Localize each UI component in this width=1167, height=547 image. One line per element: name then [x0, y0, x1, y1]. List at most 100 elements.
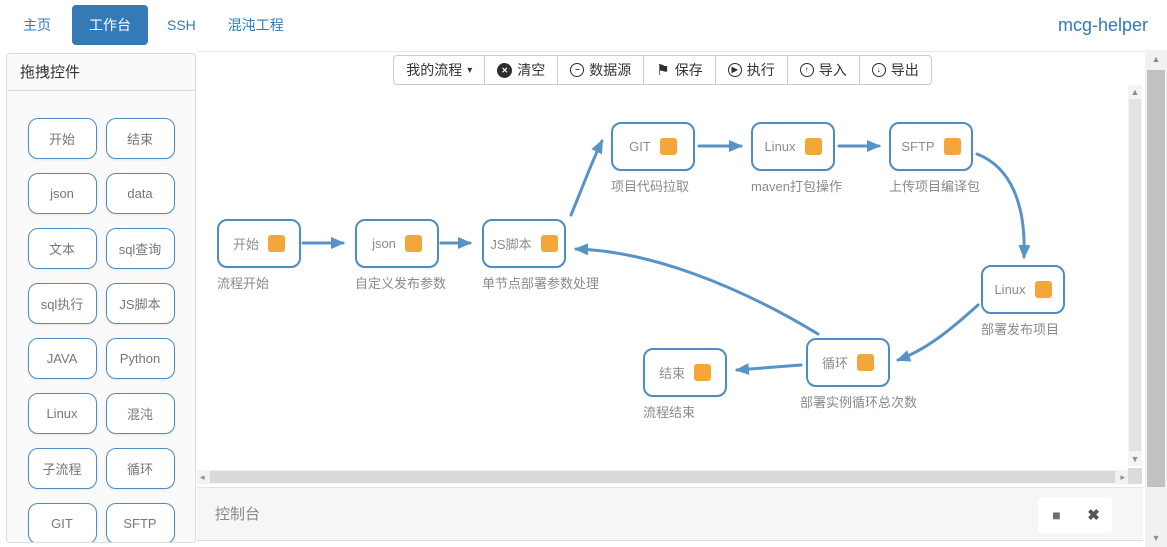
node-label: 开始	[232, 237, 259, 252]
my-flows-label: 我的流程	[406, 62, 463, 78]
import-button[interactable]: ↑ 导入	[786, 55, 860, 85]
flow-node-json[interactable]: json 自定义发布参数	[355, 219, 447, 292]
page-vscroll-thumb[interactable]	[1147, 70, 1165, 487]
clear-label: 清空	[517, 62, 546, 78]
flow-node-start[interactable]: 开始 流程开始	[217, 219, 301, 292]
canvas-vscroll-thumb[interactable]	[1129, 99, 1141, 451]
palette-item-data[interactable]: data	[105, 173, 175, 214]
console-close-button[interactable]: ✖	[1075, 497, 1112, 533]
node-port[interactable]	[804, 138, 822, 155]
drag-palette-panel: 拖拽控件 开始 结束 json data 文本 sql查询 sql执行 JS脚本…	[6, 53, 196, 543]
nav-item-chaos[interactable]: 混沌工程	[227, 17, 284, 33]
node-caption: 流程结束	[643, 405, 696, 420]
import-icon: ↑	[799, 63, 814, 77]
palette-title: 拖拽控件	[7, 54, 195, 91]
node-caption: 自定义发布参数	[355, 276, 447, 291]
palette-item-sql-query[interactable]: sql查询	[105, 228, 175, 269]
clear-icon: ✕	[497, 62, 513, 78]
stop-icon: ■	[1052, 507, 1061, 523]
node-caption: 部署实例循环总次数	[800, 395, 918, 410]
export-icon: ↓	[871, 63, 886, 77]
node-caption: 单节点部署参数处理	[482, 276, 600, 291]
top-nav: 主页 工作台 SSH 混沌工程 mcg-helper	[0, 0, 1167, 50]
node-port[interactable]	[540, 235, 558, 252]
palette-item-git[interactable]: GIT	[27, 503, 97, 542]
node-label: GIT	[629, 139, 651, 154]
flow-node-linux-maven[interactable]: Linux maven打包操作	[751, 122, 843, 195]
scroll-left-icon[interactable]: ◂	[200, 472, 205, 482]
canvas-horizontal-scrollbar: ◂ ▸	[197, 470, 1128, 484]
palette-item-start[interactable]: 开始	[27, 118, 97, 159]
scroll-down-icon[interactable]: ▼	[1130, 454, 1140, 464]
canvas-vertical-scrollbar: ▲ ▼	[1128, 85, 1142, 466]
palette-item-end[interactable]: 结束	[105, 118, 175, 159]
node-label: SFTP	[901, 139, 935, 154]
node-caption: 项目代码拉取	[611, 179, 690, 194]
scroll-right-icon[interactable]: ▸	[1120, 472, 1125, 482]
app-brand: mcg-helper	[1057, 14, 1148, 35]
save-flag-icon: ⚑	[656, 62, 670, 79]
chevron-down-icon: ▾	[467, 64, 473, 76]
datasource-button[interactable]: − 数据源	[557, 55, 645, 85]
palette-item-text[interactable]: 文本	[27, 228, 97, 269]
palette-item-java[interactable]: JAVA	[27, 338, 97, 379]
palette-item-subflow[interactable]: 子流程	[27, 448, 97, 489]
flow-node-loop[interactable]: 循环 部署实例循环总次数	[800, 338, 917, 411]
export-button[interactable]: ↓ 导出	[858, 55, 932, 85]
node-caption: 上传项目编译包	[889, 179, 981, 194]
palette-item-js-script[interactable]: JS脚本	[105, 283, 175, 324]
page-scroll-down-icon[interactable]: ▼	[1151, 533, 1161, 543]
node-port[interactable]	[659, 138, 677, 155]
save-button[interactable]: ⚑ 保存	[643, 55, 716, 85]
console-title: 控制台	[215, 506, 261, 523]
palette-item-linux[interactable]: Linux	[27, 393, 97, 434]
palette-item-chaos[interactable]: 混沌	[105, 393, 175, 434]
nav-item-workbench[interactable]: 工作台	[72, 5, 148, 45]
node-port[interactable]	[857, 354, 874, 371]
canvas-toolbar: 我的流程 ▾ ✕ 清空 − 数据源 ⚑ 保存 ▶ 执行 ↑ 导入 ↓ 导出	[197, 55, 1128, 85]
node-label: 结束	[658, 366, 685, 381]
palette-item-sql-exec[interactable]: sql执行	[27, 283, 97, 324]
my-flows-dropdown[interactable]: 我的流程 ▾	[393, 55, 486, 85]
save-label: 保存	[674, 62, 703, 78]
console-button-group: ■ ✖	[1038, 497, 1112, 533]
node-port[interactable]	[943, 138, 961, 155]
page-scroll-up-icon[interactable]: ▲	[1151, 54, 1161, 64]
flow-node-end[interactable]: 结束 流程结束	[643, 348, 727, 421]
palette-item-python[interactable]: Python	[105, 338, 175, 379]
node-port[interactable]	[404, 235, 422, 252]
console-panel: 控制台 ■ ✖	[197, 487, 1143, 541]
node-label: JS脚本	[490, 237, 532, 252]
clear-button[interactable]: ✕ 清空	[484, 55, 559, 85]
scrollbar-corner	[1128, 468, 1142, 484]
execute-label: 执行	[746, 62, 775, 78]
palette-item-sftp[interactable]: SFTP	[105, 503, 175, 542]
node-label: 循环	[821, 356, 848, 371]
node-caption: 流程开始	[217, 276, 270, 291]
flow-node-sftp[interactable]: SFTP 上传项目编译包	[889, 122, 981, 195]
nav-item-ssh[interactable]: SSH	[167, 17, 196, 33]
execute-icon: ▶	[727, 63, 742, 77]
close-icon: ✖	[1087, 507, 1100, 524]
node-label: json	[372, 236, 396, 251]
node-port[interactable]	[1034, 281, 1052, 298]
node-port[interactable]	[268, 235, 285, 252]
nav-item-home[interactable]: 主页	[23, 17, 51, 33]
node-port[interactable]	[694, 364, 711, 381]
palette-item-loop[interactable]: 循环	[105, 448, 175, 489]
node-caption: maven打包操作	[751, 179, 843, 194]
flow-node-git[interactable]: GIT 项目代码拉取	[611, 122, 695, 195]
export-label: 导出	[890, 62, 919, 78]
flow-node-js-script[interactable]: JS脚本 单节点部署参数处理	[482, 219, 600, 292]
flow-node-linux-deploy[interactable]: Linux 部署发布项目	[981, 265, 1065, 338]
node-label: Linux	[994, 282, 1026, 297]
scroll-up-icon[interactable]: ▲	[1130, 87, 1140, 97]
import-label: 导入	[818, 62, 847, 78]
console-stop-button[interactable]: ■	[1038, 497, 1075, 533]
page-vertical-scrollbar: ▲ ▼	[1145, 50, 1167, 547]
palette-grid: 开始 结束 json data 文本 sql查询 sql执行 JS脚本 JAVA…	[7, 118, 195, 542]
node-caption: 部署发布项目	[981, 322, 1060, 337]
canvas-hscroll-thumb[interactable]	[210, 471, 1115, 483]
execute-button[interactable]: ▶ 执行	[714, 55, 788, 85]
palette-item-json[interactable]: json	[27, 173, 97, 214]
